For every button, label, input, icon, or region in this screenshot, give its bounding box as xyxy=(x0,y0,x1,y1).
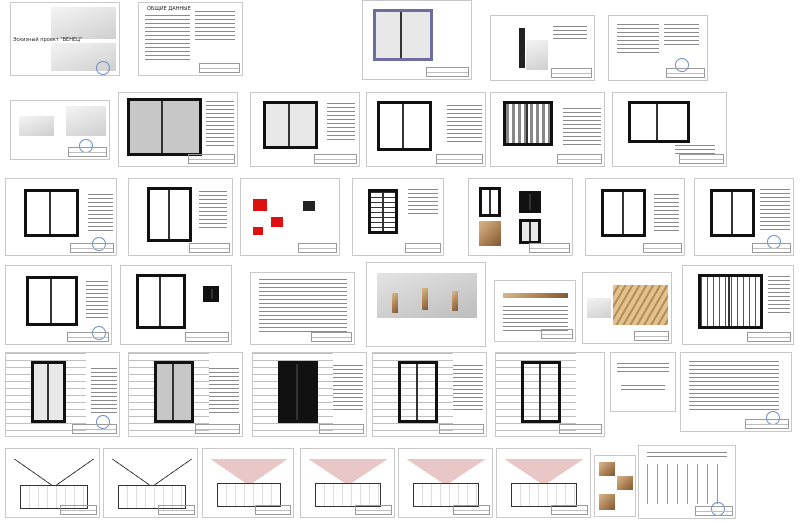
sheet-ridge-detail[interactable] xyxy=(494,280,576,342)
sheet-slab-layout[interactable] xyxy=(490,92,605,167)
sheet-roof-plan-4[interactable] xyxy=(372,352,487,437)
sheet-plan-row3-6[interactable] xyxy=(585,178,685,256)
cover-title: Эскизный проект "ВЕНЕЦ" xyxy=(13,37,83,43)
text-column-left xyxy=(145,15,190,60)
sheet-elevation-1[interactable] xyxy=(202,448,294,518)
sheet-plan-row3-1[interactable] xyxy=(5,178,117,256)
sheet-roof-plan-5[interactable] xyxy=(495,352,605,437)
sheet-plan-furnished[interactable] xyxy=(612,92,727,167)
sheet-stair-section[interactable] xyxy=(352,178,444,256)
sheet-general-data[interactable]: ОБЩИЕ ДАННЫЕ xyxy=(138,2,243,76)
text-column-right xyxy=(195,11,235,41)
sheet-plan-row4-1[interactable] xyxy=(5,265,112,345)
sheet-elevation-4[interactable] xyxy=(496,448,591,518)
sheet-elevation-2[interactable] xyxy=(300,448,395,518)
sheet-rafters-photo[interactable] xyxy=(582,272,672,344)
sheet-section-2[interactable] xyxy=(103,448,198,518)
sheet-attic-plan[interactable] xyxy=(120,265,232,345)
sheet-room-finishes[interactable] xyxy=(468,178,573,256)
sheet-window-schedule[interactable] xyxy=(638,445,736,519)
sheet-plan-row3-7[interactable] xyxy=(694,178,794,256)
sheet-foundation-plan[interactable] xyxy=(362,0,472,80)
sheet-roof-3d[interactable] xyxy=(366,262,486,347)
sheet-section-1[interactable] xyxy=(5,448,100,518)
sheet-materials-list[interactable] xyxy=(250,272,355,345)
approval-stamp xyxy=(96,61,110,75)
house-render-1 xyxy=(51,7,116,39)
title-block xyxy=(198,63,240,73)
sheet-notes[interactable] xyxy=(610,352,676,412)
sheet-cover[interactable]: Эскизный проект "ВЕНЕЦ" xyxy=(10,2,120,76)
sheet-rafter-plan[interactable] xyxy=(682,265,794,345)
sheet-section-detail[interactable] xyxy=(490,15,595,81)
general-data-title: ОБЩИЕ ДАННЫЕ xyxy=(147,6,191,12)
sheet-specification[interactable] xyxy=(608,15,708,81)
sheet-plan-3[interactable] xyxy=(366,92,486,167)
sheet-roof-plan-2[interactable] xyxy=(128,352,243,437)
title-block xyxy=(425,67,469,77)
sheet-photos-details[interactable] xyxy=(594,455,636,517)
sheet-roof-plan-1[interactable] xyxy=(5,352,120,437)
ground-hatch xyxy=(526,40,548,70)
sheet-roof-plan-3[interactable] xyxy=(252,352,367,437)
floor-plan xyxy=(373,9,433,61)
sheet-foundation-grey[interactable] xyxy=(118,92,238,167)
sheet-plan-row3-2[interactable] xyxy=(128,178,233,256)
section-wall xyxy=(519,28,525,68)
sheet-table-right[interactable] xyxy=(680,352,792,432)
sheet-details-red[interactable] xyxy=(240,178,340,256)
sheet-plan-2[interactable] xyxy=(250,92,360,167)
sheet-axonometry[interactable] xyxy=(10,100,110,160)
sheet-elevation-3[interactable] xyxy=(398,448,493,518)
